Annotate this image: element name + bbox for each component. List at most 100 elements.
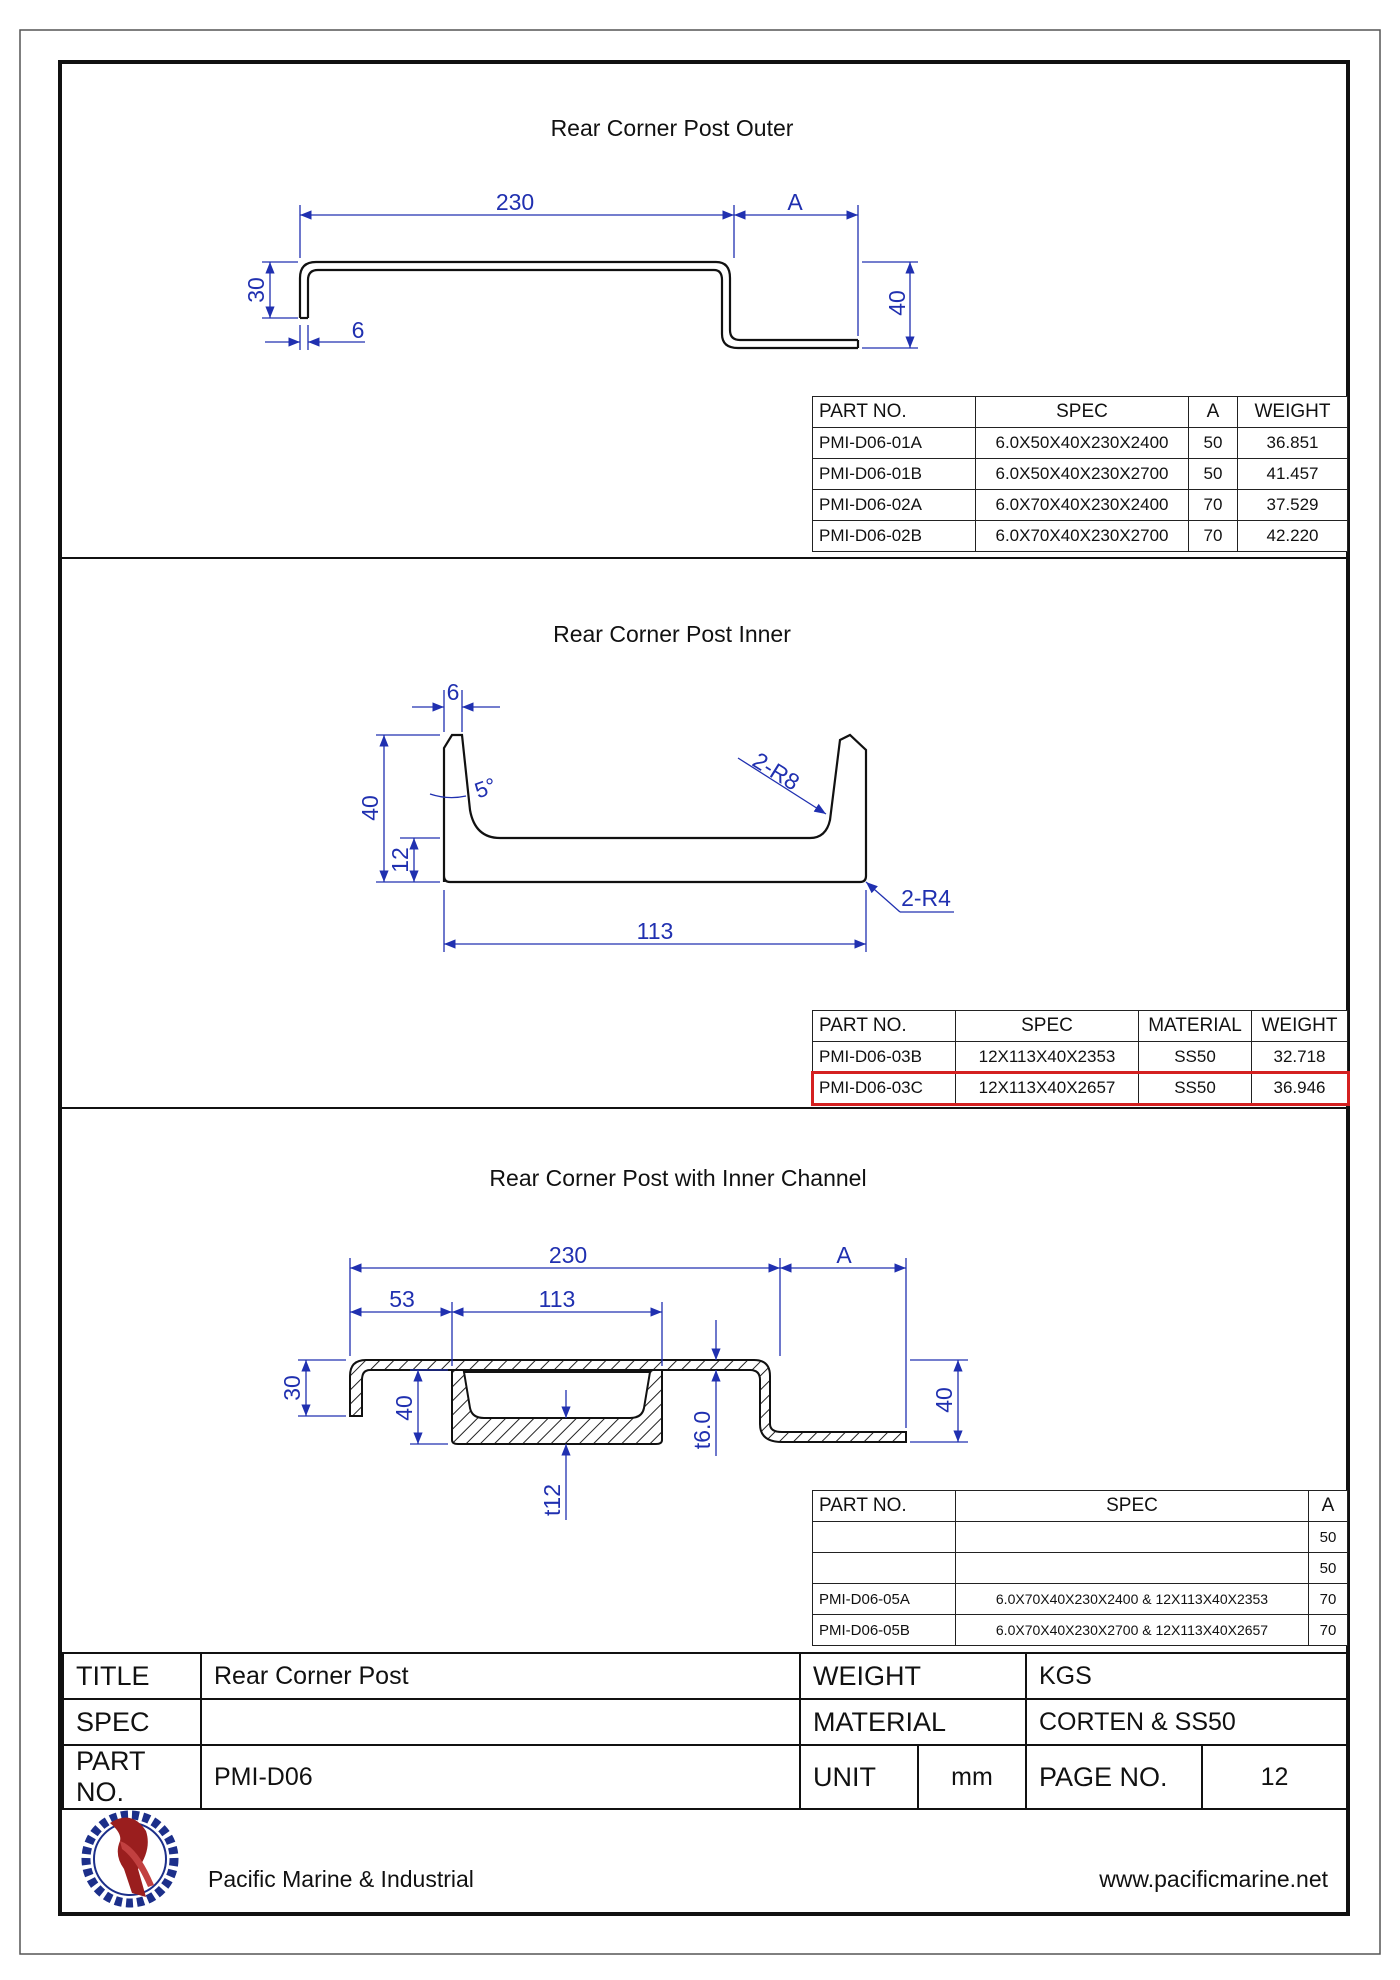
table-cell: 12X113X40X2353 bbox=[955, 1041, 1139, 1073]
header-cell: A bbox=[1188, 396, 1238, 428]
table-cell: SS50 bbox=[1138, 1041, 1252, 1073]
header-cell: PART NO. bbox=[812, 396, 976, 428]
outer-title: Rear Corner Post Outer bbox=[551, 115, 794, 141]
header-cell: SPEC bbox=[955, 1490, 1309, 1522]
table-cell: 50 bbox=[1308, 1552, 1348, 1584]
table-cell: 42.220 bbox=[1237, 520, 1348, 552]
table-header-row: PART NO. SPEC A WEIGHT bbox=[812, 396, 1348, 428]
table-row: PMI-D06-03B 12X113X40X2353 SS50 32.718 bbox=[812, 1041, 1348, 1073]
table-cell: 12X113X40X2657 bbox=[955, 1072, 1139, 1104]
table-cell: PMI-D06-03B bbox=[812, 1041, 956, 1073]
outer-dim-6: 6 bbox=[352, 317, 365, 343]
partno-label: PART NO. bbox=[62, 1744, 202, 1810]
table-row: PMI-D06-01B 6.0X50X40X230X2700 50 41.457 bbox=[812, 458, 1348, 490]
table-cell: 6.0X70X40X230X2400 & 12X113X40X2353 bbox=[955, 1583, 1309, 1615]
outer-profile bbox=[298, 260, 860, 350]
table-cell: 50 bbox=[1188, 458, 1238, 490]
outer-dim-a: A bbox=[787, 189, 803, 215]
table-cell: 6.0X70X40X230X2400 bbox=[975, 489, 1189, 521]
table-cell: 70 bbox=[1308, 1614, 1348, 1646]
table-cell: PMI-D06-05B bbox=[812, 1614, 956, 1646]
title-label: TITLE bbox=[62, 1652, 202, 1700]
table-row: 50 bbox=[812, 1521, 1348, 1553]
assembly-parts-table: PART NO. SPEC A 50 50 PMI-D06-05A 6.0X70… bbox=[812, 1490, 1348, 1646]
inner-dim-12: 12 bbox=[387, 847, 413, 873]
header-cell: WEIGHT bbox=[1251, 1010, 1348, 1042]
page-label: PAGE NO. bbox=[1025, 1744, 1203, 1810]
table-cell: PMI-D06-02A bbox=[812, 489, 976, 521]
table-cell: 6.0X70X40X230X2700 bbox=[975, 520, 1189, 552]
company-name: Pacific Marine & Industrial bbox=[208, 1866, 474, 1892]
assembly-dim-113: 113 bbox=[539, 1286, 576, 1312]
page-value: 12 bbox=[1201, 1744, 1348, 1810]
table-cell: 36.946 bbox=[1251, 1072, 1348, 1104]
pelican-icon bbox=[110, 1817, 148, 1897]
table-row: PMI-D06-05B 6.0X70X40X230X2700 & 12X113X… bbox=[812, 1614, 1348, 1646]
company-url[interactable]: www.pacificmarine.net bbox=[1099, 1866, 1328, 1892]
table-cell: PMI-D06-03C bbox=[812, 1072, 956, 1104]
table-cell bbox=[955, 1521, 1309, 1553]
table-cell: 70 bbox=[1188, 489, 1238, 521]
partno-value: PMI-D06 bbox=[200, 1744, 801, 1810]
inner-parts-table: PART NO. SPEC MATERIAL WEIGHT PMI-D06-03… bbox=[810, 1010, 1350, 1106]
outer-dim-230: 230 bbox=[496, 189, 534, 215]
table-cell: SS50 bbox=[1138, 1072, 1252, 1104]
table-row: PMI-D06-01A 6.0X50X40X230X2400 50 36.851 bbox=[812, 427, 1348, 459]
assembly-dim-30: 30 bbox=[279, 1375, 305, 1401]
assembly-dim-230: 230 bbox=[549, 1242, 587, 1268]
table-cell: 50 bbox=[1308, 1521, 1348, 1553]
inner-dim-113: 113 bbox=[637, 918, 674, 944]
assembly-title: Rear Corner Post with Inner Channel bbox=[489, 1165, 866, 1191]
table-row: PMI-D06-02B 6.0X70X40X230X2700 70 42.220 bbox=[812, 520, 1348, 552]
table-cell: 36.851 bbox=[1237, 427, 1348, 459]
gear-ring bbox=[81, 1810, 179, 1908]
table-cell: 37.529 bbox=[1237, 489, 1348, 521]
assembly-dim-t12: t12 bbox=[539, 1484, 565, 1516]
header-cell: PART NO. bbox=[812, 1010, 956, 1042]
outer-parts-table: PART NO. SPEC A WEIGHT PMI-D06-01A 6.0X5… bbox=[812, 396, 1348, 552]
assembly-dim-40-outer: 40 bbox=[931, 1387, 957, 1413]
spec-value bbox=[200, 1698, 801, 1746]
material-label: MATERIAL bbox=[799, 1698, 1027, 1746]
company-logo bbox=[81, 1810, 179, 1908]
assembly-dim-53: 53 bbox=[389, 1286, 415, 1312]
partno-row: PART NO. PMI-D06 UNIT mm PAGE NO. 12 bbox=[62, 1744, 1348, 1810]
inner-dim-40: 40 bbox=[357, 795, 383, 821]
table-row-highlighted: PMI-D06-03C 12X113X40X2657 SS50 36.946 bbox=[810, 1070, 1350, 1106]
header-cell: MATERIAL bbox=[1138, 1010, 1252, 1042]
assembly-dim-t6: t6.0 bbox=[689, 1411, 715, 1449]
table-header-row: PART NO. SPEC A bbox=[812, 1490, 1348, 1522]
table-row: 50 bbox=[812, 1552, 1348, 1584]
inner-dimensions bbox=[376, 690, 954, 952]
table-cell: PMI-D06-01B bbox=[812, 458, 976, 490]
spec-label: SPEC bbox=[62, 1698, 202, 1746]
table-cell: 6.0X50X40X230X2700 bbox=[975, 458, 1189, 490]
header-cell: SPEC bbox=[975, 396, 1189, 428]
table-cell: 6.0X50X40X230X2400 bbox=[975, 427, 1189, 459]
table-header-row: PART NO. SPEC MATERIAL WEIGHT bbox=[812, 1010, 1348, 1042]
table-row: PMI-D06-05A 6.0X70X40X230X2400 & 12X113X… bbox=[812, 1583, 1348, 1615]
header-cell: WEIGHT bbox=[1237, 396, 1348, 428]
table-cell: 70 bbox=[1188, 520, 1238, 552]
inner-title: Rear Corner Post Inner bbox=[553, 621, 791, 647]
header-cell: PART NO. bbox=[812, 1490, 956, 1522]
inner-border bbox=[58, 60, 1350, 1916]
table-cell: 50 bbox=[1188, 427, 1238, 459]
material-value: CORTEN & SS50 bbox=[1025, 1698, 1348, 1746]
inner-dim-r8: 2-R8 bbox=[748, 747, 804, 795]
outer-dim-40: 40 bbox=[884, 290, 910, 316]
assembly-dim-a: A bbox=[836, 1242, 852, 1268]
table-row: PMI-D06-02A 6.0X70X40X230X2400 70 37.529 bbox=[812, 489, 1348, 521]
inner-dim-r4: 2-R4 bbox=[901, 885, 951, 911]
weight-value: KGS bbox=[1025, 1652, 1348, 1700]
assembly-inner-channel bbox=[451, 1369, 663, 1445]
inner-dim-6: 6 bbox=[447, 679, 460, 705]
assembly-dim-40-inner: 40 bbox=[391, 1395, 417, 1421]
title-block: TITLE Rear Corner Post WEIGHT KGS SPEC M… bbox=[62, 1652, 1348, 1810]
table-cell bbox=[955, 1552, 1309, 1584]
table-cell: 6.0X70X40X230X2700 & 12X113X40X2657 bbox=[955, 1614, 1309, 1646]
outer-dim-30: 30 bbox=[243, 277, 269, 303]
table-cell bbox=[812, 1521, 956, 1553]
table-cell: 41.457 bbox=[1237, 458, 1348, 490]
